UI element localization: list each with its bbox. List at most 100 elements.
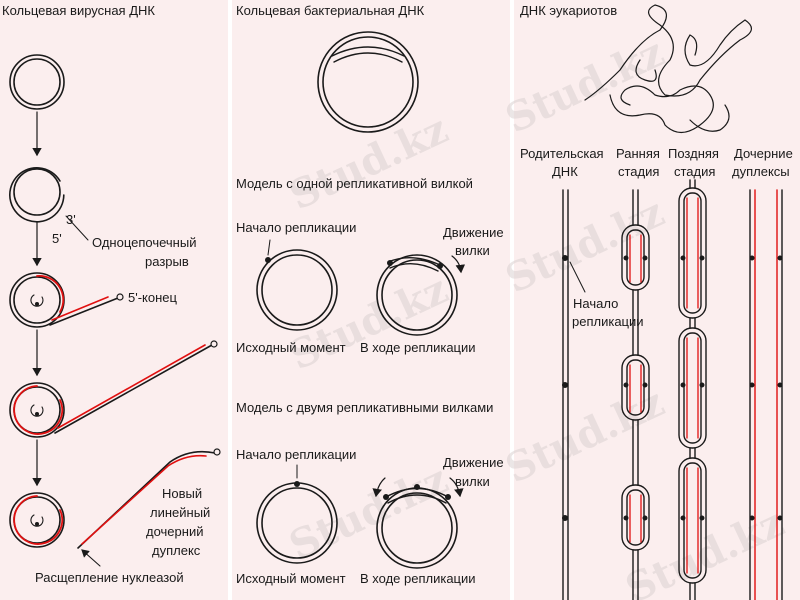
replication-bubble-late	[678, 187, 707, 319]
origin-dot	[749, 515, 755, 521]
label-nick-line2: разрыв	[145, 254, 189, 269]
fork-dot	[383, 494, 389, 500]
panel-divider	[228, 0, 232, 600]
replication-bubble-late	[683, 192, 702, 314]
fork-movement-arrow	[451, 255, 466, 274]
replication-bubble-early	[621, 224, 650, 291]
origin-dot	[265, 257, 271, 263]
origin-dot	[562, 382, 568, 388]
label-new-line2: линейный	[150, 505, 210, 520]
origin-dot	[699, 515, 705, 521]
origin-dot	[699, 382, 705, 388]
initial-label: Исходный момент	[236, 340, 346, 355]
model-two-fork-title: Модель с двумя репликативными вилками	[236, 400, 493, 415]
origin-dot	[777, 255, 783, 261]
dna-circle-inner	[13, 276, 61, 324]
origin-dot	[642, 382, 648, 388]
fork-movement-line2: вилки	[455, 474, 490, 489]
dna-circle-outer	[256, 249, 338, 331]
origin-dot	[562, 515, 568, 521]
fork-dot	[445, 494, 451, 500]
bacterial-panel: Кольцевая бактериальная ДНК Модель с одн…	[236, 3, 504, 586]
rotation-arrow	[30, 404, 44, 417]
col-late-line1: Поздняя	[668, 146, 719, 161]
rotation-arrow	[30, 514, 44, 527]
col-daughter-line2: дуплексы	[732, 164, 790, 179]
label-3-prime: 3'	[66, 212, 76, 227]
origin-dot	[777, 515, 783, 521]
dna-circle-outer	[9, 54, 65, 110]
linear-duplex-strand	[77, 450, 216, 549]
model-one-fork-title: Модель с одной репликативной вилкой	[236, 176, 473, 191]
displaced-strand	[54, 344, 213, 434]
fork-movement-line1: Движение	[443, 225, 504, 240]
dna-circle-outer	[317, 31, 419, 133]
viral-panel: Кольцевая вирусная ДНК 3' 5' Одноцепочеч…	[2, 3, 221, 585]
origin-dot	[642, 515, 648, 521]
dna-circle-inner	[322, 36, 414, 128]
dna-circle-inner	[381, 492, 453, 564]
origin-dot	[562, 255, 568, 261]
new-strand-arc	[13, 385, 63, 435]
cleavage-arrow	[81, 549, 101, 567]
replication-bubble-late	[683, 462, 702, 579]
col-early-line1: Ранняя	[616, 146, 660, 161]
dna-circle-outer	[9, 167, 65, 223]
initial-label: Исходный момент	[236, 571, 346, 586]
origin-dot	[387, 260, 393, 266]
five-end-circle	[210, 340, 218, 348]
start-label: Начало репликации	[236, 220, 356, 235]
col-parent-line2: ДНК	[552, 164, 578, 179]
origin-pointer	[569, 261, 586, 293]
replication-bubble-late	[683, 332, 702, 444]
label-new-line3: дочерний	[146, 524, 203, 539]
origin-dot	[642, 255, 648, 261]
origin-dot	[777, 382, 783, 388]
dna-circle-inner	[13, 58, 61, 106]
watermark-group: Stud.kz Stud.kz Stud.kz Stud.kz Stud.kz …	[282, 29, 791, 600]
origin-label-line1: Начало	[573, 296, 618, 311]
watermark-text: Stud.kz	[498, 29, 671, 143]
replication-bubble-late	[678, 327, 707, 449]
five-end-circle	[116, 293, 124, 301]
eukaryote-panel-title: ДНК эукариотов	[520, 3, 617, 18]
dna-circle-outer	[9, 382, 65, 438]
origin-dot	[35, 412, 39, 416]
during-label: В ходе репликации	[360, 571, 476, 586]
origin-dot	[623, 255, 629, 261]
nick-pointer	[65, 215, 89, 241]
replication-bubble-early	[621, 354, 650, 421]
bacterial-panel-title: Кольцевая бактериальная ДНК	[236, 3, 425, 18]
fork-movement-arrow	[449, 477, 464, 498]
label-new-line4: дуплекс	[152, 543, 201, 558]
linear-duplex-new-strand	[81, 454, 207, 545]
replication-bubble	[333, 52, 403, 63]
replication-bubble-late	[678, 457, 707, 584]
origin-dot	[414, 484, 420, 490]
origin-dot	[699, 255, 705, 261]
start-label: Начало репликации	[236, 447, 356, 462]
col-parent-line1: Родительская	[520, 146, 604, 161]
origin-dot	[680, 515, 686, 521]
panel-divider	[510, 0, 514, 600]
label-cleavage: Расщепление нуклеазой	[35, 570, 184, 585]
replication-bubble	[387, 494, 447, 504]
dna-circle-inner	[381, 259, 453, 331]
watermark-text: Stud.kz	[282, 106, 455, 220]
fork-movement-line2: вилки	[455, 243, 490, 258]
start-pointer	[267, 239, 271, 256]
replication-bubble-early	[621, 484, 650, 551]
replication-bubble	[387, 257, 441, 266]
watermark-text: Stud.kz	[282, 456, 455, 570]
origin-label-line2: репликации	[572, 314, 644, 329]
origin-dot	[35, 522, 39, 526]
dna-circle-inner	[261, 254, 333, 326]
origin-dot	[680, 255, 686, 261]
new-strand-tail	[51, 296, 109, 321]
col-early-line2: стадия	[618, 164, 659, 179]
col-daughter-line1: Дочерние	[734, 146, 793, 161]
during-label: В ходе репликации	[360, 340, 476, 355]
origin-dot	[294, 481, 300, 487]
chromatin-tangle	[584, 4, 752, 134]
